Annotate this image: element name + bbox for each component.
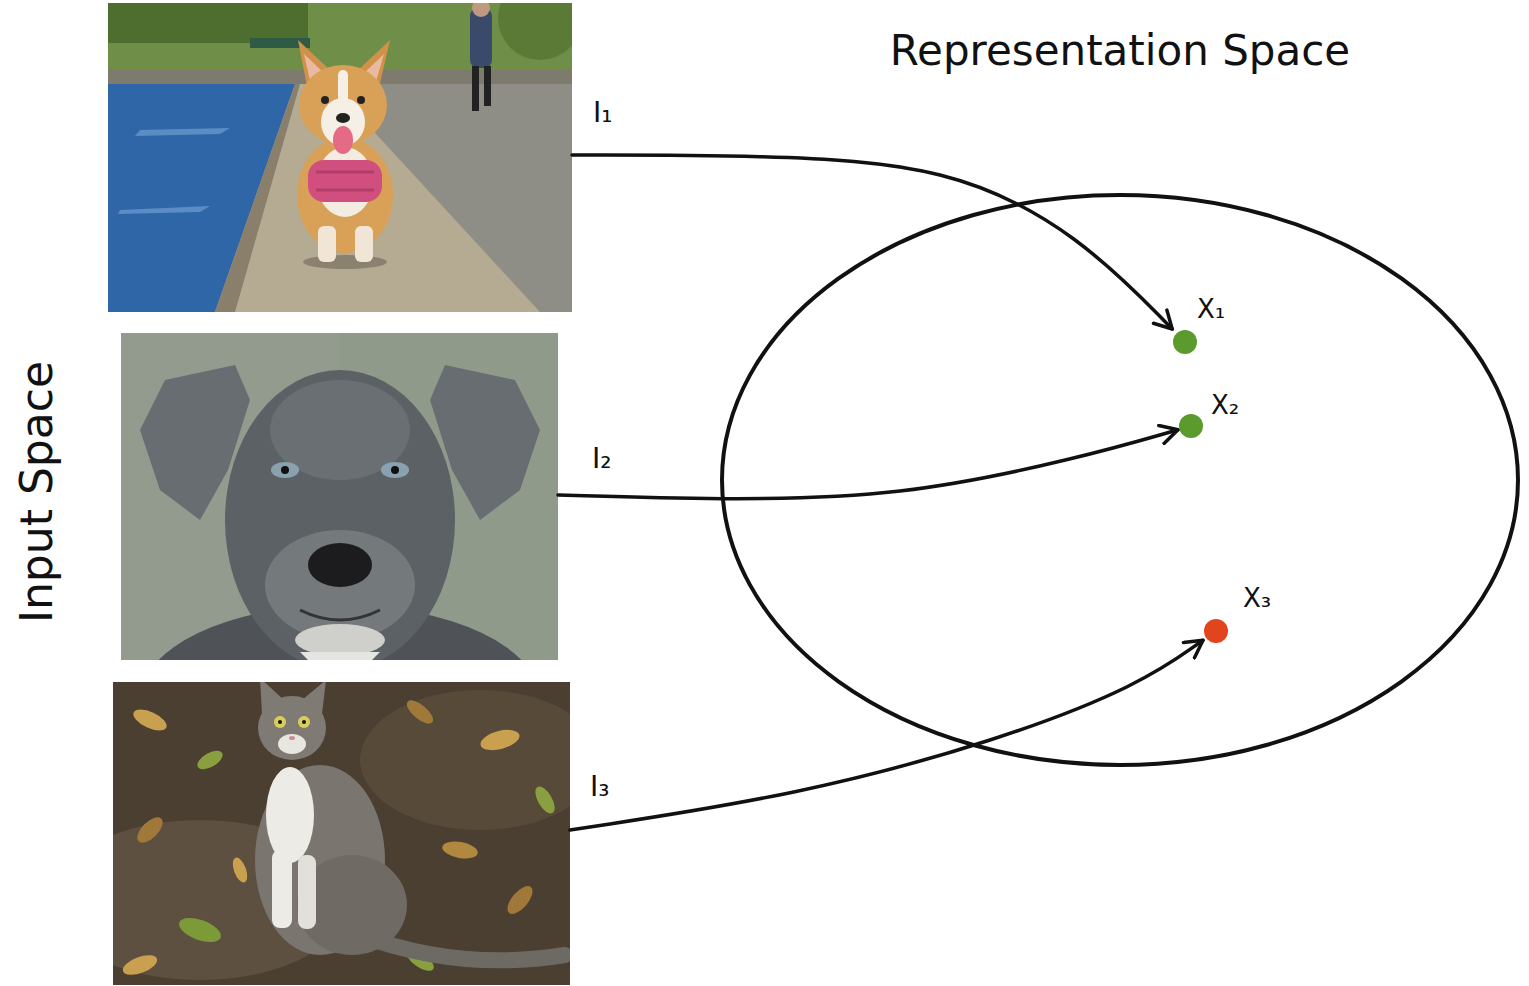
corgi-photo	[108, 3, 572, 312]
point-dot	[1203, 618, 1229, 644]
leaf	[130, 705, 169, 735]
puppy-forehead	[270, 380, 410, 480]
point-dot	[1173, 330, 1197, 354]
cat-pupil	[302, 720, 306, 724]
input-label: I₂	[592, 443, 611, 475]
ground-patch	[360, 690, 570, 830]
input-label: I₃	[590, 771, 609, 803]
cat-chest	[266, 767, 314, 863]
point-dot	[1172, 329, 1198, 355]
point-label: X₃	[1243, 584, 1271, 614]
input-photo: I₂	[121, 333, 558, 660]
input-label: I₁	[593, 97, 612, 129]
harness-mesh	[316, 172, 374, 190]
puppy-eye	[271, 462, 299, 478]
input-photo: I₁	[108, 3, 572, 312]
cat-leg	[272, 850, 292, 928]
leaf	[531, 784, 558, 817]
dog-leg	[318, 226, 336, 262]
cat-haunch	[297, 855, 407, 955]
point-label: X₂	[1211, 391, 1239, 421]
puppy-chest	[300, 652, 380, 660]
pavement	[108, 3, 572, 312]
cat-pupil	[278, 720, 282, 724]
point-dot	[1179, 414, 1203, 438]
puppy-eye	[381, 462, 409, 478]
dog-eye	[357, 96, 365, 104]
ellipse-outline	[715, 25, 1525, 775]
dog-shadow	[303, 255, 387, 269]
embedding-point: X₁	[1172, 329, 1198, 355]
trees	[108, 3, 308, 43]
point-dot	[1204, 619, 1228, 643]
dog-leg	[355, 226, 373, 262]
point-label: X₁	[1197, 295, 1225, 325]
leaf	[441, 839, 479, 861]
embedding-point: X₃	[1203, 618, 1229, 644]
cat-muzzle	[278, 734, 306, 754]
puppy-mouth	[300, 610, 380, 620]
dog-harness	[308, 160, 382, 202]
representation-space: X₁ X₂ X₃ Representation Space	[715, 25, 1525, 775]
arrow-connector	[572, 155, 1172, 329]
puppy-muzzle	[265, 530, 415, 640]
fallen-leaves	[120, 696, 558, 978]
cat-photo	[113, 682, 570, 985]
leaf	[230, 856, 250, 885]
puppy-photo	[121, 333, 558, 660]
cat-eye	[298, 716, 310, 728]
leaf	[503, 882, 537, 918]
leaf	[194, 747, 225, 773]
input-photo: I₃	[113, 682, 570, 985]
dog-nose	[336, 113, 350, 123]
embedding-point: X₂	[1178, 413, 1204, 439]
cat-nose	[289, 736, 295, 740]
arrow-connector	[570, 640, 1203, 830]
person-leg	[472, 66, 479, 111]
dog-eye	[321, 96, 329, 104]
space-heading: Representation Space	[715, 27, 1525, 75]
ripple	[135, 128, 230, 136]
person-head	[472, 3, 490, 17]
tree	[498, 3, 572, 60]
leaf	[120, 951, 159, 978]
cat-leg	[298, 855, 316, 929]
person-leg	[484, 66, 491, 106]
ledge-edge	[215, 84, 300, 312]
axis-label: Input Space	[13, 361, 61, 623]
leaf	[478, 726, 521, 754]
dog-body	[297, 137, 393, 253]
dog-tongue	[333, 126, 353, 154]
arrow-connector	[558, 430, 1178, 499]
ripple	[118, 206, 210, 214]
puppy-nose	[308, 543, 372, 587]
puppy-pupil	[281, 466, 289, 474]
puppy-pupil	[391, 466, 399, 474]
cat-head	[258, 696, 326, 760]
leaf	[403, 696, 437, 727]
leaf	[176, 913, 224, 947]
point-dot	[1178, 413, 1204, 439]
ellipse-outline	[722, 195, 1518, 765]
puppy-chin	[295, 624, 385, 656]
leaf	[133, 813, 167, 847]
cat-eye	[274, 716, 286, 728]
puppy-head	[225, 370, 455, 660]
